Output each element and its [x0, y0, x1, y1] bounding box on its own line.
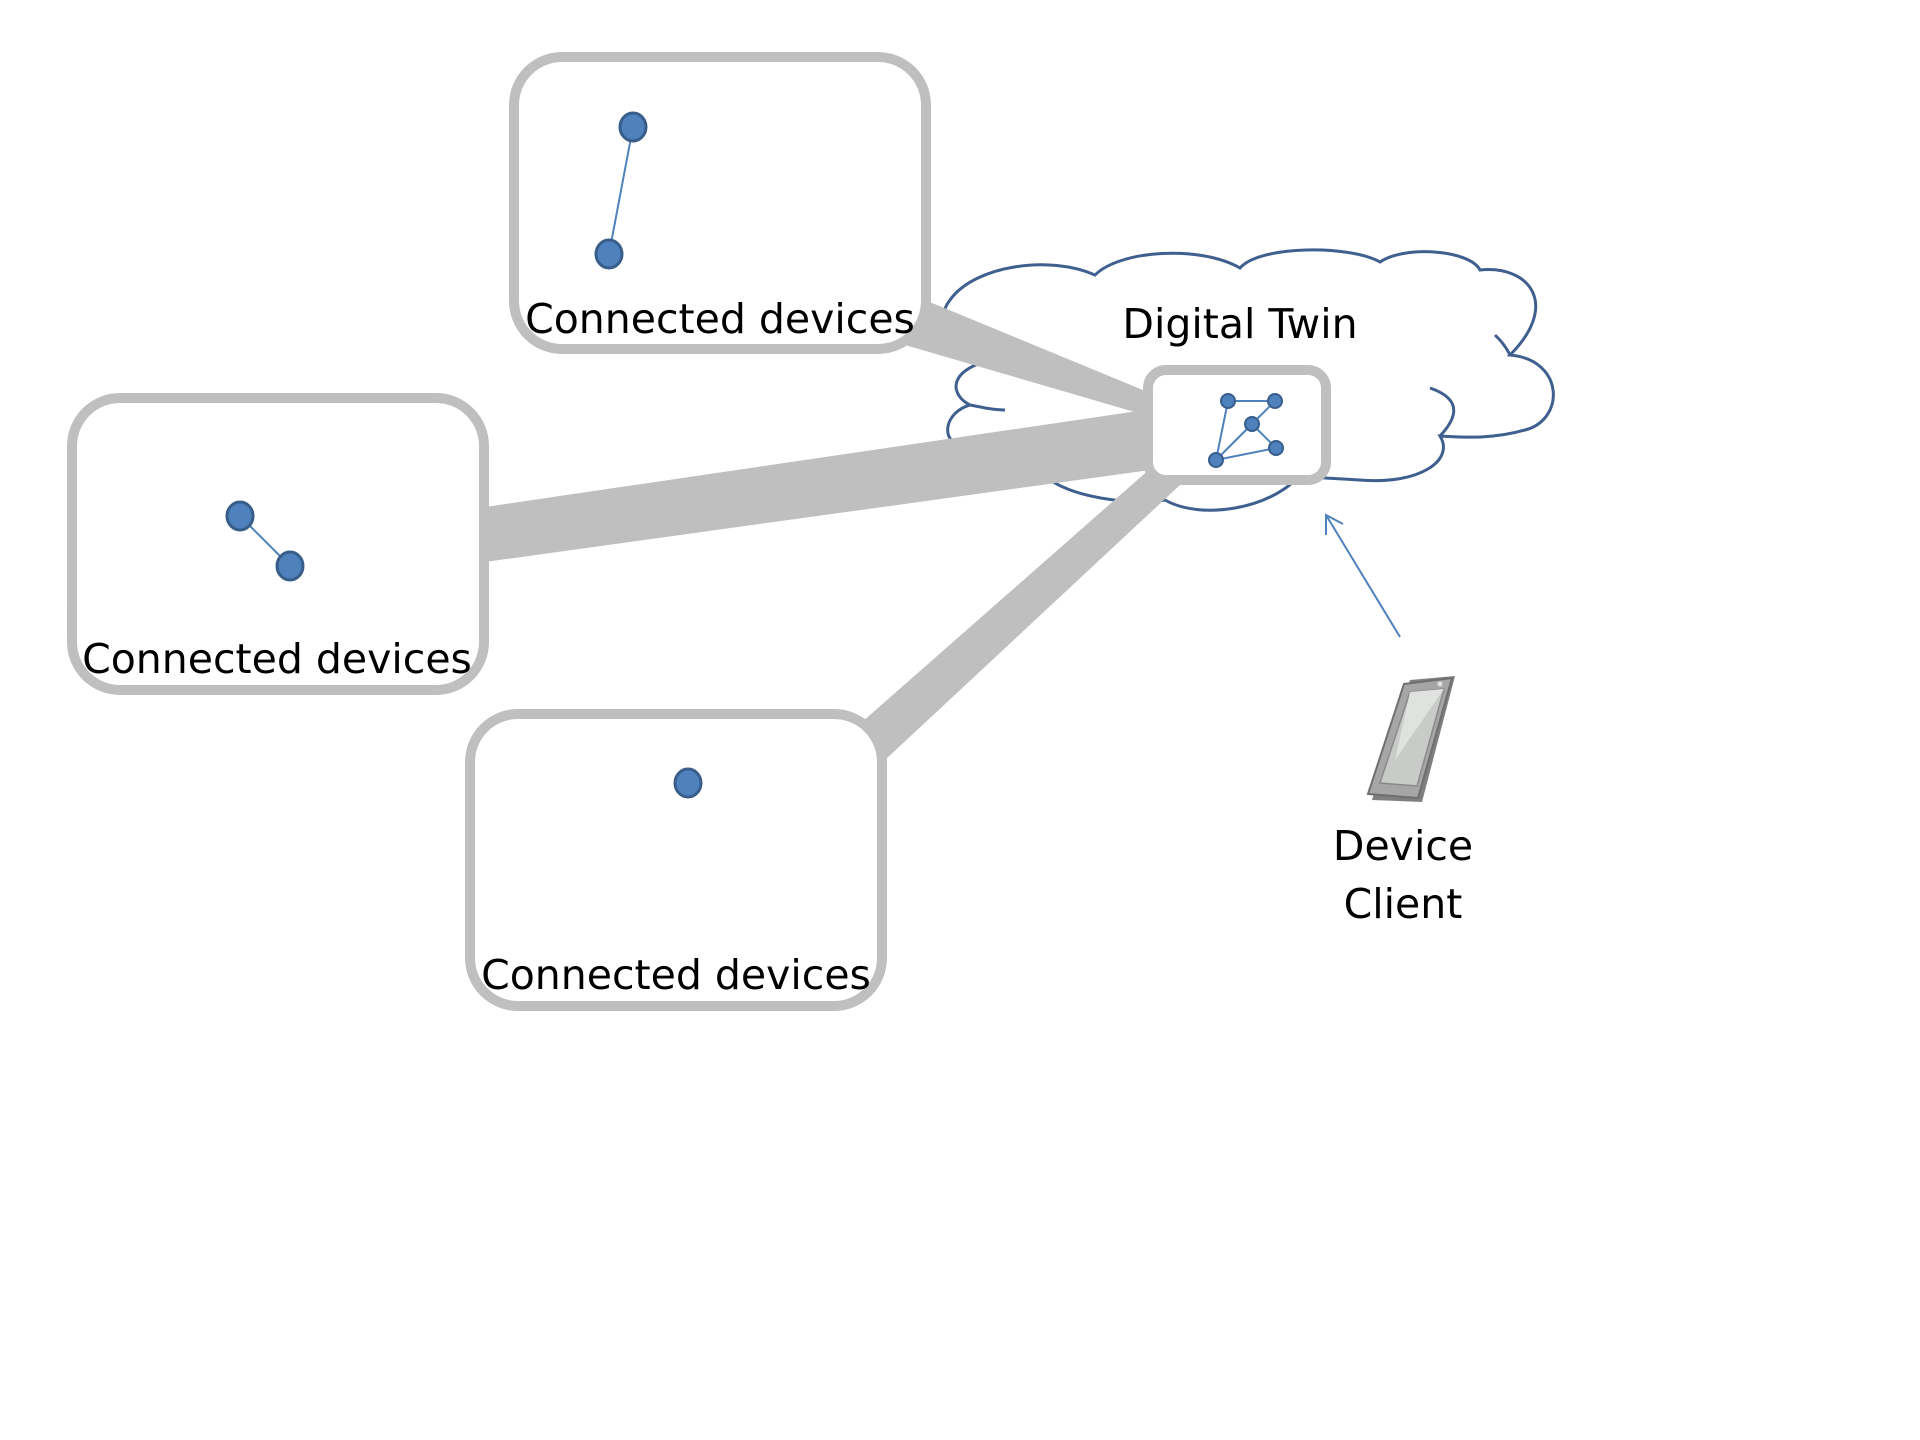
- twin-box: [1143, 365, 1331, 485]
- twin-box-frame: [1143, 365, 1331, 485]
- phone-camera: [1437, 681, 1443, 687]
- device-node: [275, 550, 305, 582]
- link-band-top: [905, 298, 1155, 415]
- device-group-bottom: Connected devices: [465, 709, 887, 1011]
- phone-screen: [1378, 688, 1446, 787]
- client-label-line1: Device: [1333, 822, 1473, 870]
- link-bands: [485, 298, 1180, 760]
- twin-node: [1268, 440, 1284, 456]
- device-node: [225, 500, 255, 532]
- cloud-lobe-accent-3: [1493, 333, 1512, 356]
- twin-node: [1208, 452, 1224, 468]
- device-group-label: Connected devices: [525, 295, 915, 343]
- cloud-lobe-accent-1: [969, 403, 1006, 412]
- cloud-label: Digital Twin: [1122, 300, 1357, 348]
- client-to-twin-arrow: [1325, 513, 1401, 638]
- client-label: Device Client: [1333, 822, 1473, 928]
- device-group-panel: [465, 709, 887, 1011]
- cloud-lobe-accent-2: [1429, 386, 1456, 438]
- twin-node: [1244, 416, 1260, 432]
- device-group-label: Connected devices: [82, 635, 472, 683]
- device-group-top: Connected devices: [509, 52, 931, 354]
- device-group-panel: [67, 393, 489, 695]
- network-graph-icon: [1208, 393, 1284, 468]
- twin-edge: [1215, 447, 1277, 461]
- twin-edge: [1215, 400, 1229, 461]
- device-group-label: Connected devices: [481, 951, 871, 999]
- device-node: [594, 238, 624, 270]
- arrow-shaft: [1325, 514, 1401, 638]
- smartphone-icon: [1366, 676, 1455, 802]
- device-group-left: Connected devices: [67, 393, 489, 695]
- device-group-panel: [509, 52, 931, 354]
- client-label-line2: Client: [1344, 880, 1463, 928]
- arrow-head: [1325, 513, 1344, 535]
- link-band-left: [485, 410, 1150, 562]
- twin-node: [1220, 393, 1236, 409]
- twin-edge: [1215, 423, 1253, 461]
- phone-screen-glare: [1395, 689, 1444, 760]
- device-node: [673, 767, 703, 799]
- device-link: [608, 126, 634, 255]
- twin-node: [1267, 393, 1283, 409]
- device-node: [618, 111, 648, 143]
- link-band-bottom: [862, 460, 1180, 760]
